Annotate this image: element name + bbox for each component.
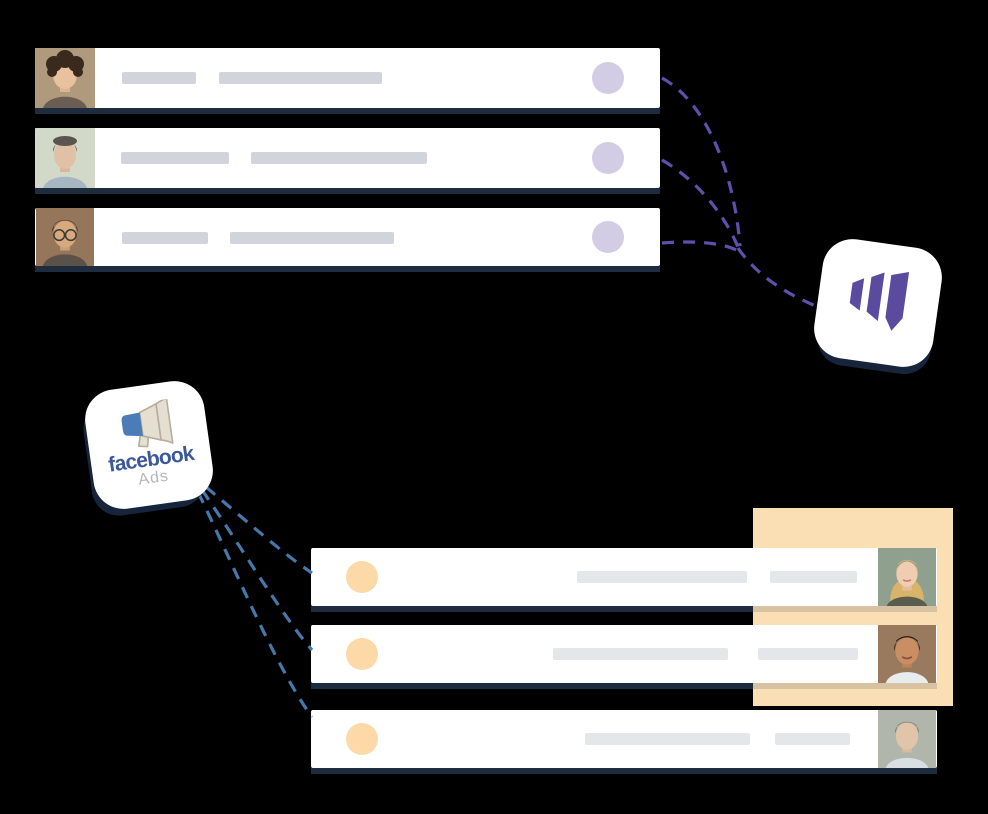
card-edge — [35, 266, 660, 272]
avatar — [877, 625, 937, 683]
connector-line — [204, 485, 313, 575]
text-placeholder-bar — [585, 733, 750, 745]
connector-line — [196, 491, 314, 718]
text-placeholder-bar — [230, 232, 394, 244]
facebook-ads-tile: facebook Ads — [81, 377, 217, 513]
text-placeholder-bar — [122, 72, 196, 84]
status-dot — [592, 142, 624, 174]
text-placeholder-bar — [122, 232, 208, 244]
lead-card — [35, 128, 660, 194]
card-edge — [311, 606, 937, 612]
text-placeholder-bar — [251, 152, 427, 164]
lead-card — [311, 710, 937, 774]
connector-line — [661, 76, 742, 247]
card-edge — [311, 768, 937, 774]
card-edge — [35, 188, 660, 194]
avatar — [877, 710, 937, 768]
connector-line — [661, 158, 740, 248]
connector-line — [200, 489, 314, 652]
text-placeholder-bar — [121, 152, 229, 164]
avatar — [35, 208, 95, 266]
card-edge — [311, 683, 937, 689]
status-dot — [346, 723, 378, 755]
lead-card — [311, 548, 937, 612]
text-placeholder-bar — [553, 648, 728, 660]
avatar — [877, 548, 937, 606]
lead-card — [311, 625, 937, 689]
card-edge — [35, 108, 660, 114]
text-placeholder-bar — [758, 648, 858, 660]
status-dot — [346, 561, 378, 593]
status-dot — [592, 62, 624, 94]
lead-card — [35, 208, 660, 272]
text-placeholder-bar — [577, 571, 747, 583]
text-placeholder-bar — [775, 733, 850, 745]
marketo-logo-icon — [849, 272, 910, 331]
connector-line — [661, 240, 739, 253]
ads-label: Ads — [137, 467, 170, 489]
status-dot — [346, 638, 378, 670]
connector-line — [736, 247, 819, 309]
text-placeholder-bar — [219, 72, 382, 84]
avatar — [35, 128, 95, 188]
text-placeholder-bar — [770, 571, 857, 583]
lead-card — [35, 48, 660, 114]
marketo-tile — [810, 235, 946, 371]
status-dot — [592, 221, 624, 253]
megaphone-icon — [121, 398, 174, 448]
avatar — [35, 48, 95, 108]
